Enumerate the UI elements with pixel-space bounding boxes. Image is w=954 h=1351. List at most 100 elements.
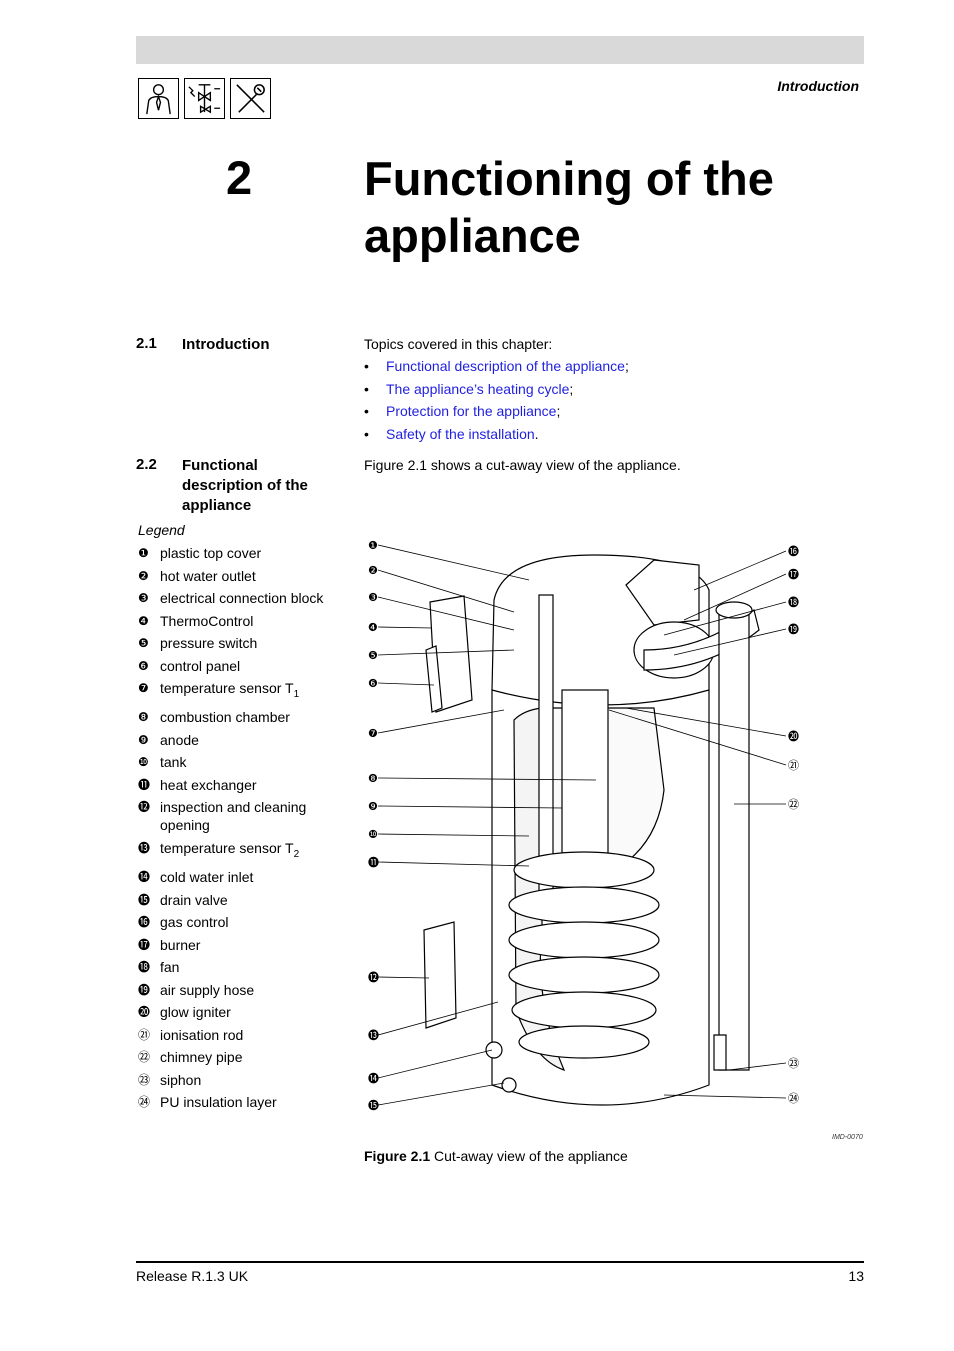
figure-marker: ❹ [368,621,378,634]
user-icon [138,78,179,119]
legend-text: electrical connection block [160,590,324,606]
legend-text: temperature sensor T1 [160,680,300,700]
figure-marker: ㉔ [788,1092,799,1105]
legend-number: ⓳ [138,982,151,997]
legend-text: combustion chamber [160,709,290,726]
legend-number: ⓮ [138,870,151,885]
punctuation: ; [569,380,574,397]
figure-marker: ⓱ [788,568,799,581]
leader-line [377,626,433,629]
chapter-number: 2 [226,151,253,204]
bullet: • [364,403,369,419]
legend-number: ⓫ [138,777,151,792]
legend-text: anode [160,731,199,748]
legend-number: ⓴ [138,1005,151,1020]
page-number: 13 [848,1268,864,1284]
figure-marker: ⓳ [788,623,799,636]
legend-item: ⓫ heat exchanger [138,776,340,794]
topic-link[interactable]: Safety of the installation [386,425,535,442]
air-hose [643,608,760,671]
legend-item: ⓴ glow igniter [138,1003,340,1021]
legend-number: ⓯ [138,892,151,907]
figure-marker: ⓭ [368,1029,379,1042]
legend-number: ㉓ [138,1072,151,1087]
leader-line [377,569,515,613]
drain [501,1077,517,1093]
legend-text: tank [160,754,187,771]
legend-text: PU insulation layer [160,1094,277,1111]
figure-marker: ⓴ [788,730,799,743]
legend-text: drain valve [160,891,228,908]
legend-number: ❷ [138,568,149,583]
legend-text: burner [160,936,201,953]
legend-number: ❼ [138,681,149,695]
bullet: • [364,380,369,397]
caption-label: Figure 2.1 [364,1148,431,1164]
figure-marker: ⓲ [788,596,799,609]
figure-marker: ⓬ [368,971,379,984]
legend-text: fan [160,959,180,976]
section-number: 2.1 [136,335,157,352]
legend-item: ㉔ PU insulation layer [138,1093,340,1111]
chimney [718,609,750,1071]
service-tools-icon [230,78,271,119]
leader-line [608,709,787,766]
legend-number: ❸ [138,591,149,605]
leader-line [683,573,787,621]
legend-item: ❼ temperature sensor T1 [138,679,340,704]
footer-release: Release R.1.3 UK [136,1268,249,1284]
installer-icon [184,78,225,119]
figure-marker: ❻ [368,677,378,690]
leader-line [377,544,530,581]
figure-marker: ❼ [368,727,378,740]
list-item: • Protection for the appliance; [364,401,629,424]
legend-item: ㉓ siphon [138,1071,340,1089]
legend-text: cold water inlet [160,869,254,886]
legend-text: siphon [160,1071,202,1088]
legend-text: control panel [160,657,241,674]
legend-number: ⓬ [138,800,151,815]
leader-line [693,550,787,591]
figure-marker: ㉓ [788,1057,799,1070]
punctuation: . [534,425,539,442]
leader-line [377,1082,505,1106]
section-number: 2.2 [136,456,157,473]
topic-link[interactable]: Functional description of the appliance [386,358,625,374]
figure-code: IMD-0070 [832,1134,863,1141]
leader-line [728,1062,787,1071]
gas-control-box [625,559,700,626]
punctuation: ; [556,403,561,419]
legend-number: ㉔ [138,1095,151,1110]
legend-item: ❸ electrical connection block [138,589,340,607]
legend-number: ❿ [138,755,149,770]
legend-title: Legend [138,522,185,538]
siphon-pipe [713,1034,727,1071]
leader-line [673,628,787,656]
topic-link[interactable]: The appliance’s heating cycle [386,380,570,397]
legend-text: glow igniter [160,1004,231,1021]
figure-marker: ⓰ [788,545,799,558]
section-title: Introduction [182,336,270,353]
list-item: •Functional description of the appliance… [364,356,629,379]
topics-list: • Functional description of the appliance… [364,356,629,446]
topic-link[interactable]: Protection for the appliance [386,403,557,419]
leader-line [377,777,597,781]
legend-number: ❻ [138,658,149,673]
legend-number: ⓲ [138,960,151,975]
leader-line [663,601,787,636]
figure-intro-text: Figure 2.1 shows a cut-away view of the … [364,457,681,473]
legend-number: ㉑ [138,1027,151,1042]
leader-line [377,596,515,631]
leader-line [377,805,563,809]
leader-line [663,1094,787,1099]
legend-number: ㉒ [138,1050,151,1065]
legend-text: heat exchanger [160,776,257,793]
